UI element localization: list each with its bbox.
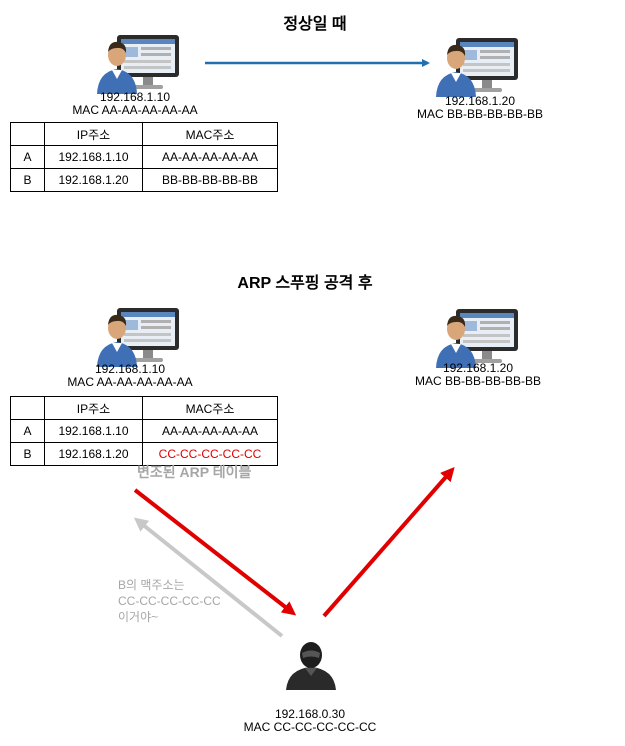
normal-title: 정상일 때 xyxy=(283,16,347,33)
arp-table-spoofed: IP주소 MAC주소 A 192.168.1.10 AA-AA-AA-AA-AA… xyxy=(10,396,278,466)
host-a-ip: 192.168.1.10 xyxy=(99,90,171,104)
table-cell: 192.168.1.10 xyxy=(44,145,143,169)
table-row: B 192.168.1.20 CC-CC-CC-CC-CC xyxy=(10,442,278,466)
attack-host-a-ip: 192.168.1.10 xyxy=(94,362,166,376)
pc-user-icon xyxy=(97,32,191,99)
attack-host-a-mac: MAC AA-AA-AA-AA-AA xyxy=(67,375,193,389)
table-header-cell: IP주소 xyxy=(44,122,143,146)
attacker-mac: MAC CC-CC-CC-CC-CC xyxy=(243,720,377,734)
hacker-icon xyxy=(285,640,337,695)
table-row: A 192.168.1.10 AA-AA-AA-AA-AA xyxy=(10,419,278,443)
forwarded-traffic-arrow xyxy=(322,466,455,618)
attack-title: ARP 스푸핑 공격 후 xyxy=(237,275,373,292)
table-header-cell: IP주소 xyxy=(44,396,143,420)
table-cell: B xyxy=(10,168,45,192)
intercepted-traffic-arrow xyxy=(133,488,297,616)
pc-user-icon xyxy=(97,305,191,372)
table-cell: 192.168.1.10 xyxy=(44,419,143,443)
table-header-row: IP주소 MAC주소 xyxy=(10,122,278,146)
attacker-ip: 192.168.0.30 xyxy=(274,707,346,721)
host-a-label: 192.168.1.10 MAC AA-AA-AA-AA-AA xyxy=(60,91,210,117)
spoof-message-line: B의 맥주소는 xyxy=(118,578,185,592)
table-cell: BB-BB-BB-BB-BB xyxy=(142,168,278,192)
attacker-label: 192.168.0.30 MAC CC-CC-CC-CC-CC xyxy=(230,708,390,734)
table-row: B 192.168.1.20 BB-BB-BB-BB-BB xyxy=(10,168,278,192)
table-cell: B xyxy=(10,442,45,466)
arp-table-normal: IP주소 MAC주소 A 192.168.1.10 AA-AA-AA-AA-AA… xyxy=(10,122,278,192)
host-b-label: 192.168.1.20 MAC BB-BB-BB-BB-BB xyxy=(400,95,560,121)
spoofed-table-caption: 변조된 ARP 테이블 xyxy=(137,464,252,480)
attack-host-b-ip: 192.168.1.20 xyxy=(442,361,514,375)
host-b-mac: MAC BB-BB-BB-BB-BB xyxy=(416,107,544,121)
spoof-message-line: CC-CC-CC-CC-CC xyxy=(118,594,221,608)
table-header-cell: MAC주소 xyxy=(142,396,278,420)
attack-host-b-mac: MAC BB-BB-BB-BB-BB xyxy=(414,374,542,388)
attack-host-a-label: 192.168.1.10 MAC AA-AA-AA-AA-AA xyxy=(55,363,205,389)
host-b-ip: 192.168.1.20 xyxy=(444,94,516,108)
spoof-message: B의 맥주소는 CC-CC-CC-CC-CC 이거야~ xyxy=(118,577,221,625)
table-cell: AA-AA-AA-AA-AA xyxy=(142,419,278,443)
pc-user-icon xyxy=(436,35,530,102)
spoofed-mac-cell: CC-CC-CC-CC-CC xyxy=(142,442,278,466)
spoof-message-line: 이거야~ xyxy=(118,610,159,624)
pc-user-icon xyxy=(436,306,530,373)
attack-host-b-label: 192.168.1.20 MAC BB-BB-BB-BB-BB xyxy=(398,362,558,388)
spoof-reply-arrow xyxy=(133,517,284,638)
table-header-cell xyxy=(10,122,45,146)
table-cell: 192.168.1.20 xyxy=(44,442,143,466)
host-a-mac: MAC AA-AA-AA-AA-AA xyxy=(72,103,198,117)
